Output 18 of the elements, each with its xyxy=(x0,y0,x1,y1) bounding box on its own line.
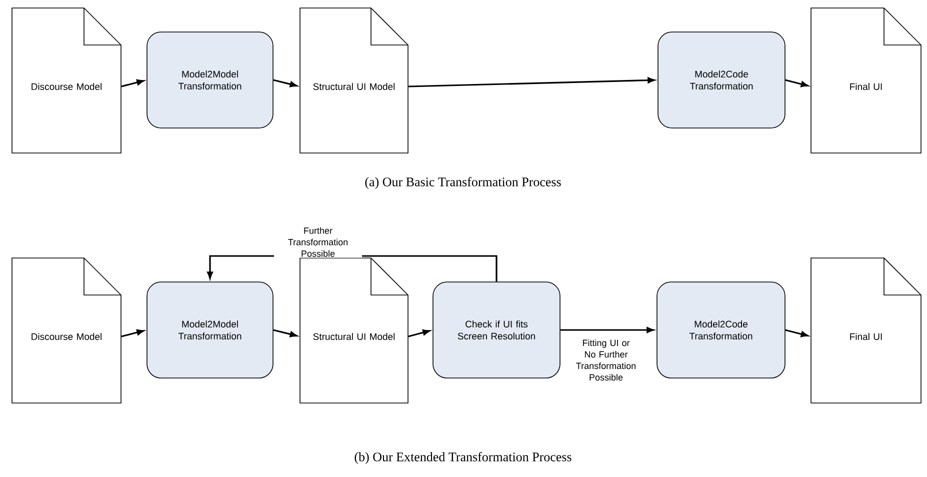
edge-label: Further Transformation Possible xyxy=(274,226,362,258)
arrow xyxy=(121,329,144,338)
process-box: Model2Model Transformation xyxy=(146,282,274,378)
process-box: Check if UI fits Screen Resolution xyxy=(432,282,560,378)
arrow xyxy=(785,79,808,88)
caption: (a) Our Basic Transformation Process xyxy=(365,177,561,189)
edge-label: Fitting UI or No Further Transformation Possible xyxy=(562,338,650,382)
process-box: Model2Model Transformation xyxy=(146,32,274,128)
arrow xyxy=(560,327,654,333)
arrow xyxy=(121,79,144,88)
arrow xyxy=(785,329,808,338)
arrow xyxy=(273,329,298,338)
process-box: Model2Code Transformation xyxy=(658,32,786,128)
arrow xyxy=(273,79,298,88)
arrow xyxy=(408,330,430,338)
caption: (b) Our Extended Transformation Process xyxy=(354,452,572,464)
arrow xyxy=(408,77,655,88)
process-box: Model2Code Transformation xyxy=(656,282,786,378)
